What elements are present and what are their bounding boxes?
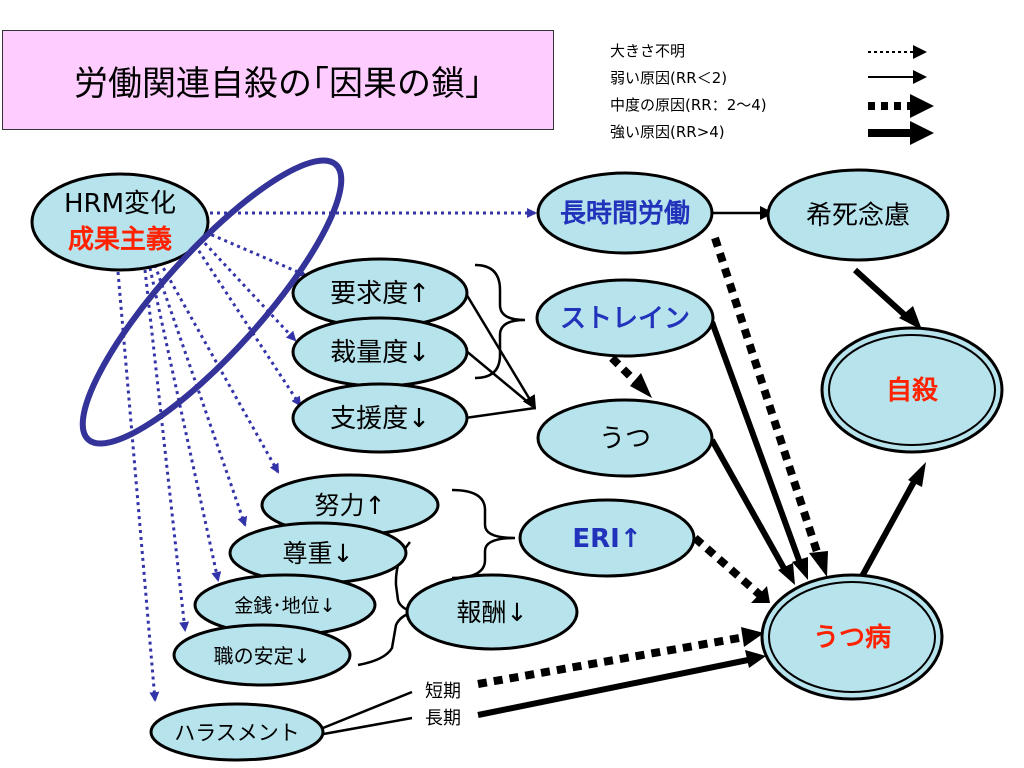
label-hrm-line2: 成果主義: [68, 225, 172, 255]
arrow-hrm-support: [193, 244, 302, 407]
label-long-term: 長期: [425, 708, 461, 729]
nodes: [30, 168, 1004, 762]
label-support: 支援度↓: [330, 404, 430, 434]
legend-strong: 強い原因(RR>4): [610, 123, 725, 141]
node-support: [291, 382, 469, 454]
thick-solid-lines: [477, 267, 919, 718]
label-money-status: 金銭･地位↓: [234, 595, 335, 617]
label-demand: 要求度↑: [330, 279, 430, 309]
label-depression: うつ病: [813, 623, 891, 653]
arrow-hrm-jobsecurity: [143, 269, 190, 632]
node-long-hours: [536, 171, 714, 255]
legend-moderate: 中度の原因(RR：2〜4): [610, 96, 767, 114]
thick-dotted-arrowheads: [630, 373, 828, 647]
label-utsu: うつ: [599, 424, 651, 454]
node-death-wish: [766, 168, 950, 262]
node-reward: [405, 573, 579, 651]
label-short-term: 短期: [425, 681, 461, 702]
arrow-eri-depression: [692, 534, 763, 599]
highlight-ellipse: [79, 157, 345, 447]
label-job-security: 職の安定↓: [214, 644, 311, 668]
node-strain: [535, 278, 715, 358]
label-hrm-line1: HRM変化: [64, 189, 176, 219]
legend-lines: [868, 45, 934, 145]
thick-solid-arrowheads: [745, 306, 926, 668]
arrow-hrm-money: [148, 267, 222, 582]
arrow-longhours-depression: [711, 236, 822, 557]
arrow-strain-depression: [709, 320, 803, 565]
legend-arrowhead-moderate: [910, 94, 934, 118]
label-harassment: ハラスメント: [174, 721, 300, 745]
page-title: 労働関連自殺の｢因果の鎖｣: [74, 63, 482, 104]
line-harassment-long: [317, 716, 413, 737]
arrow-short-depression: [477, 633, 746, 688]
node-suicide: [820, 326, 1004, 454]
node-labels: HRM変化 成果主義 長時間労働 希死念慮 自殺 ストレイン 要求度↑ 裁量度↓…: [64, 189, 939, 745]
label-strain: ストレイン: [560, 304, 690, 334]
node-hrm: [30, 172, 210, 272]
arrow-hrm-control: [198, 236, 297, 342]
arrow-depression-suicide: [857, 476, 919, 582]
label-control: 裁量度↓: [330, 338, 430, 368]
label-long-hours: 長時間労働: [560, 199, 690, 229]
ring-depression: [768, 581, 936, 693]
line-harassment-short: [317, 690, 413, 732]
title-box: 労働関連自殺の｢因果の鎖｣: [2, 30, 554, 130]
label-reward: 報酬↓: [457, 598, 528, 627]
node-job-security: [172, 623, 352, 687]
double-rings: [768, 334, 996, 693]
label-suicide: 自殺: [886, 375, 939, 406]
node-harassment: [149, 702, 325, 762]
arrow-utsu-depression: [709, 438, 789, 574]
label-effort: 努力↑: [315, 491, 386, 520]
legend-arrowhead-strong: [910, 121, 934, 145]
label-death-wish: 希死念慮: [806, 201, 910, 231]
ring-suicide: [828, 334, 996, 446]
label-esteem: 尊重↓: [283, 539, 354, 568]
arrow-hrm-demand: [204, 230, 307, 277]
brace-eri: [451, 488, 516, 580]
legend-weak: 弱い原因(RR＜2): [610, 69, 728, 87]
line-support-utsu: [464, 406, 536, 420]
arrow-long-depression: [477, 657, 749, 718]
arrow-deathwish-suicide: [852, 267, 911, 321]
label-eri: ERI↑: [572, 524, 641, 554]
node-utsu: [536, 398, 714, 478]
arrow-hrm-harassment: [116, 271, 160, 702]
node-depression: [760, 573, 944, 701]
brace-strain: [474, 263, 526, 380]
node-eri: [518, 498, 696, 578]
line-control-utsu: [464, 349, 536, 409]
legend-unknown: 大きさ不明: [610, 42, 686, 60]
thin-lines: [317, 206, 774, 737]
